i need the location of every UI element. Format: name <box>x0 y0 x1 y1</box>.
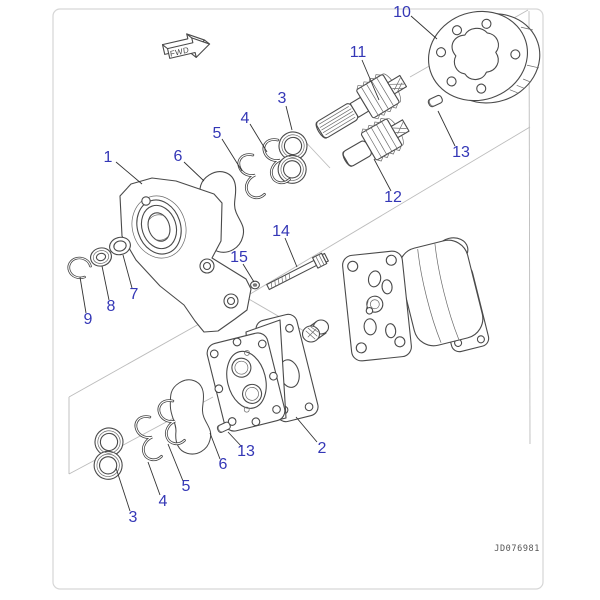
leader-lines <box>79 15 456 512</box>
part-3-bushing-lower <box>93 427 124 480</box>
part-12-driven-gear <box>342 118 410 167</box>
fwd-arrow: FWD <box>161 33 211 59</box>
rear-pump-assembly <box>342 237 490 362</box>
plug-knurled <box>301 319 330 343</box>
part-2-housing <box>206 313 330 432</box>
fwd-label: FWD <box>169 45 189 58</box>
callout-5-bottom: 5 <box>181 478 191 495</box>
part-11-drive-gear <box>315 73 408 139</box>
callout-9: 9 <box>83 311 93 328</box>
part-9-snap-ring <box>67 256 92 280</box>
callout-8: 8 <box>106 298 116 315</box>
callout-2: 2 <box>317 440 327 457</box>
callout-5-top: 5 <box>212 125 222 142</box>
callout-4-top: 4 <box>240 110 250 127</box>
callout-13-bottom: 13 <box>237 443 255 460</box>
part-6-gasket-lower <box>169 379 212 455</box>
callout-3-top: 3 <box>277 90 287 107</box>
part-1-front-cover <box>119 177 252 333</box>
callout-1: 1 <box>103 149 113 166</box>
part-4-seal-lower <box>134 415 163 462</box>
part-7-washer <box>109 236 131 256</box>
callout-15: 15 <box>230 249 248 266</box>
part-5-seal-upper <box>237 153 266 200</box>
part-3-bushing-upper <box>277 131 308 184</box>
callout-11: 11 <box>349 44 367 61</box>
part-14-bolt <box>266 252 329 291</box>
drawing-number: JD076981 <box>494 544 540 554</box>
part-5-seal-lower <box>157 399 186 446</box>
part-10-cover <box>427 10 541 104</box>
part-15-washer <box>250 280 260 290</box>
callout-6-bottom: 6 <box>218 456 228 473</box>
callout-3-bottom: 3 <box>128 509 138 526</box>
callout-4-bottom: 4 <box>158 493 168 510</box>
callout-13-top: 13 <box>452 144 470 161</box>
callout-7: 7 <box>129 286 139 303</box>
callout-10: 10 <box>393 4 411 21</box>
callout-14: 14 <box>272 223 290 240</box>
part-13-pin-lower <box>216 421 231 433</box>
sheet-frame <box>52 8 544 590</box>
callout-12: 12 <box>384 189 402 206</box>
part-13-pin-upper <box>427 94 443 108</box>
callout-6-top: 6 <box>173 148 183 165</box>
part-8-seal-ring <box>90 247 112 267</box>
